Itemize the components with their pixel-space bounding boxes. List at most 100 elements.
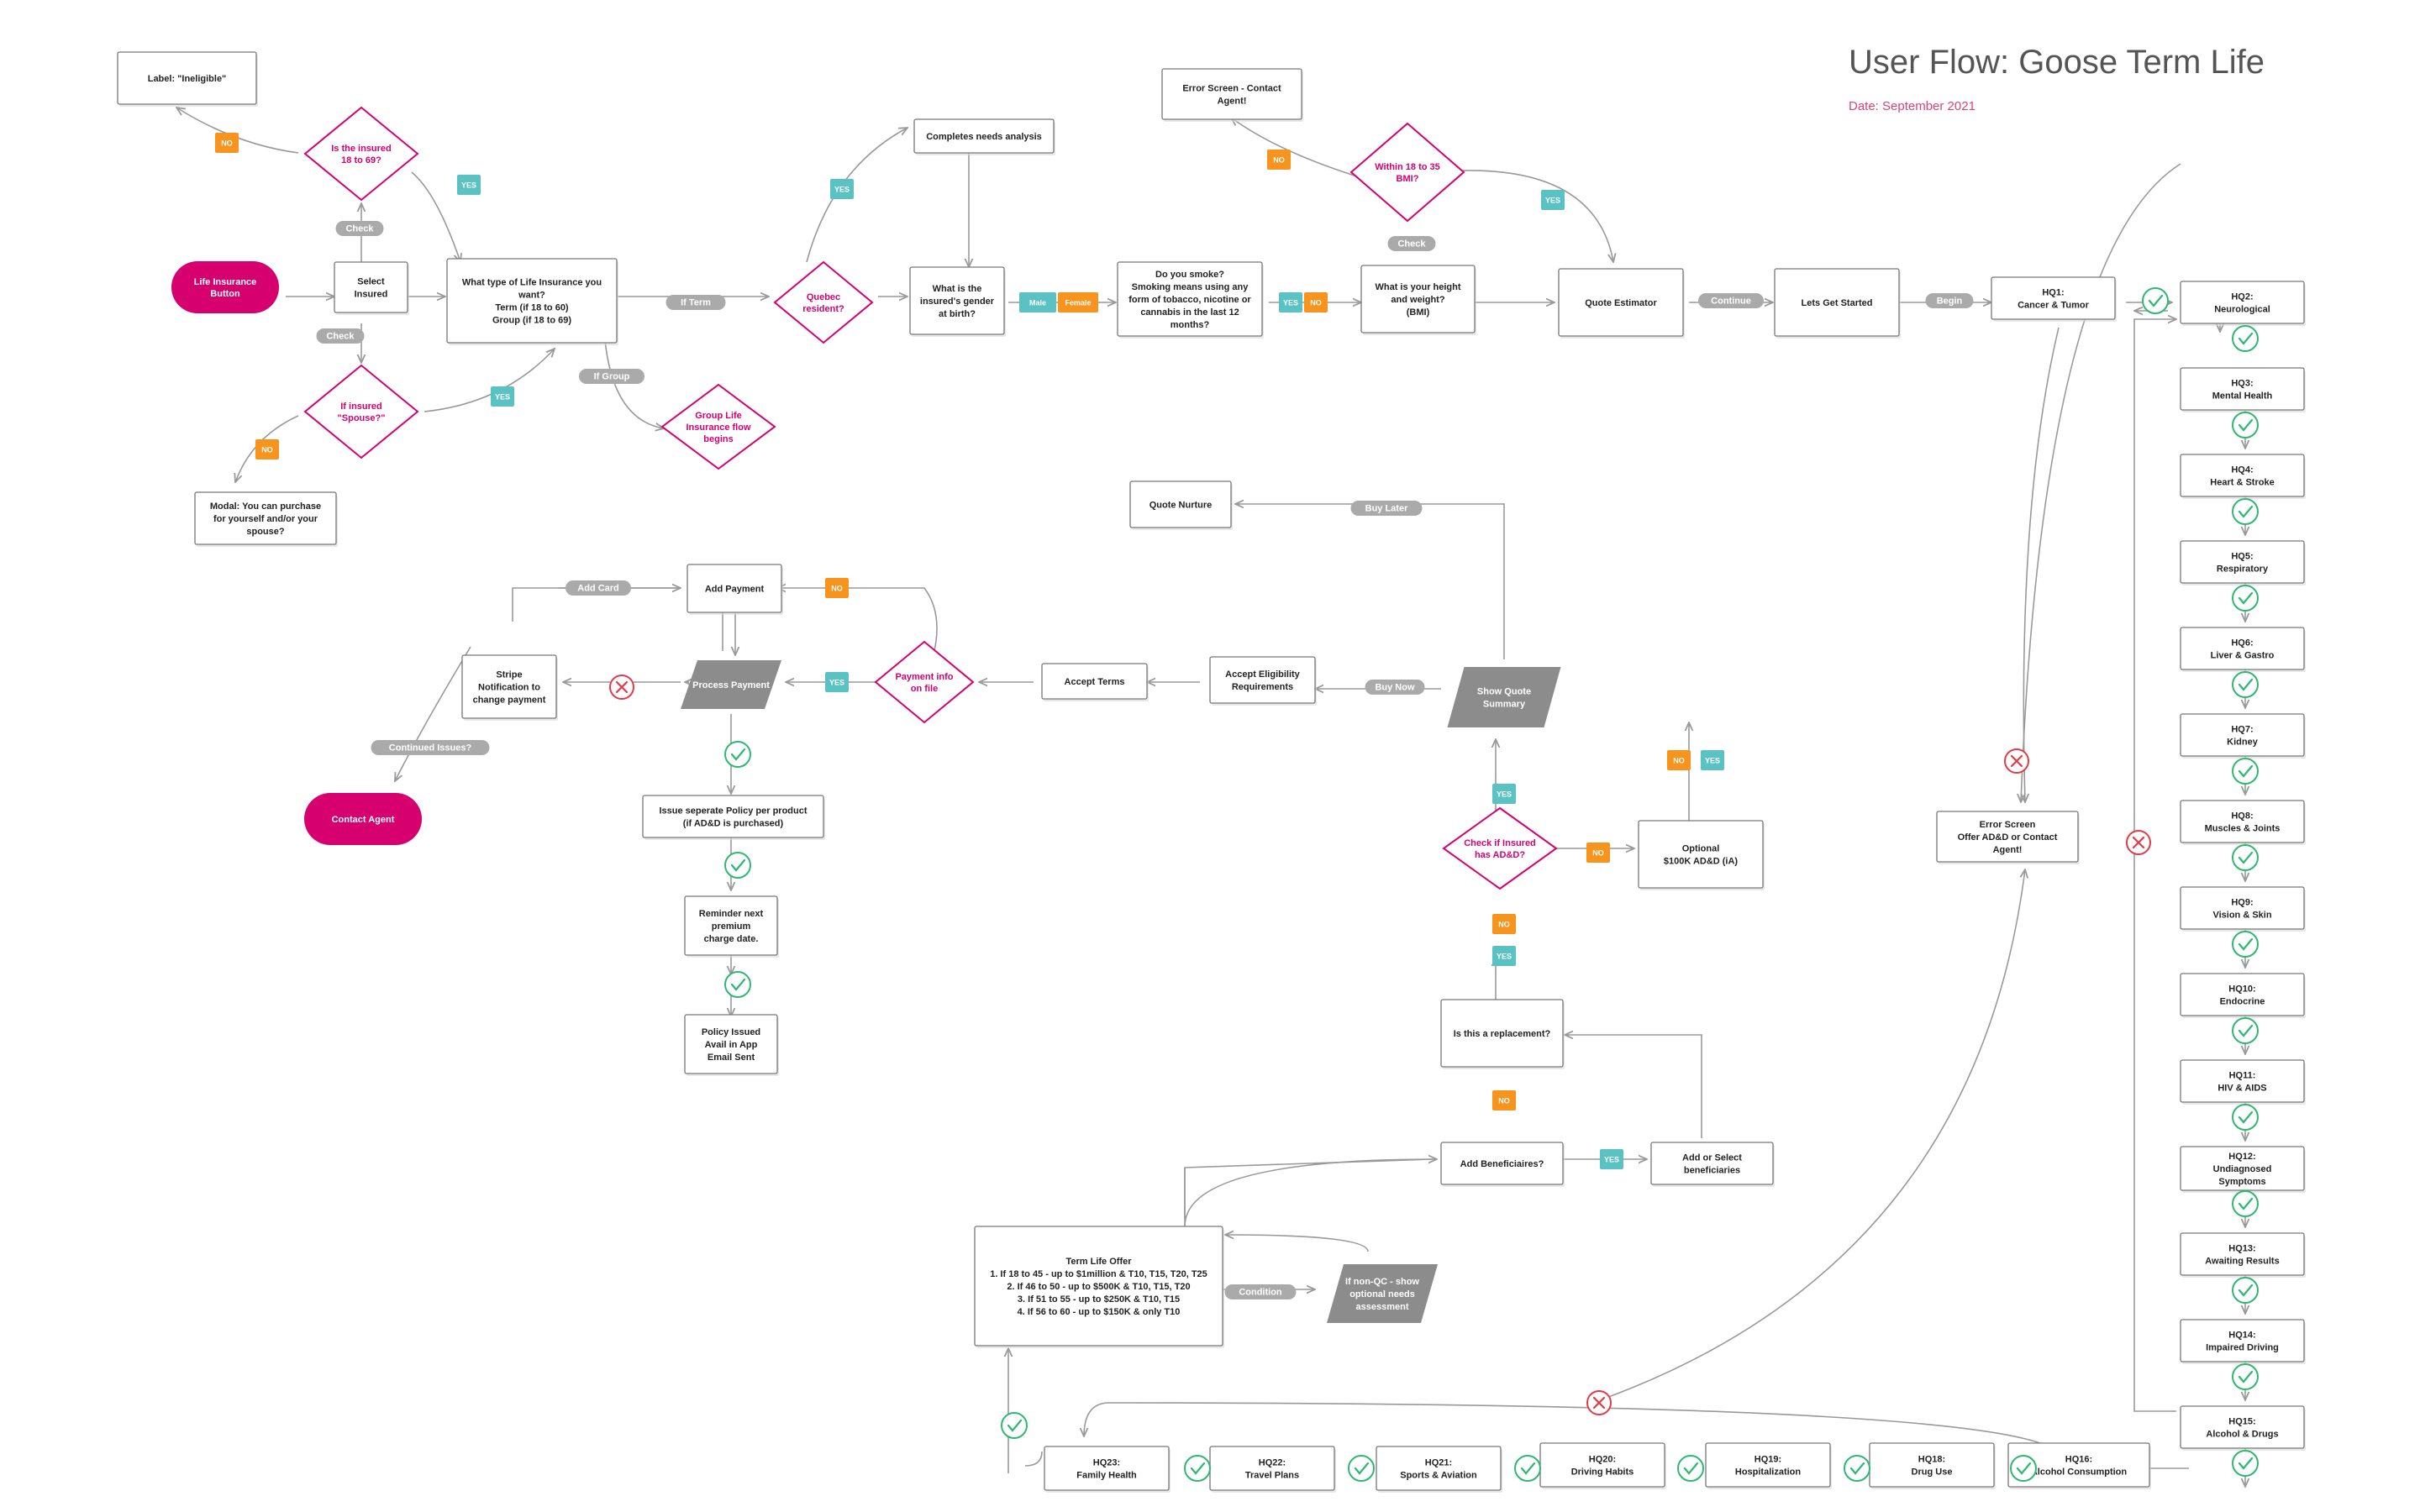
label-ineligible-box: Label: "Ineligible" — [117, 51, 258, 107]
hq5-box-label: HQ5:Respiratory — [2217, 551, 2269, 574]
lets-get-started-box: Lets Get Started — [1774, 268, 1901, 339]
check-icon-hq-col — [2232, 585, 2259, 612]
issue-policy-box: Issue seperate Policy per product(if AD&… — [642, 795, 825, 840]
add-payment-box: Add Payment — [687, 564, 783, 615]
completes-needs-box: Completes needs analysis — [913, 118, 1055, 155]
connector-line — [424, 349, 555, 412]
no-tag-check-add-text: NO — [1592, 849, 1604, 858]
check-tag-bmi: Check — [1387, 236, 1436, 251]
continued-issues-tag: Continued Issues? — [371, 740, 490, 755]
hq13-box: HQ13:Awaiting Results — [2180, 1232, 2306, 1278]
yes-tag-bmi: YES — [1541, 190, 1565, 210]
male-tag: Male — [1019, 292, 1056, 312]
hq4-box: HQ4:Heart & Stroke — [2180, 454, 2306, 499]
hq7-box: HQ7:Kidney — [2180, 713, 2306, 759]
check-icon-process — [724, 741, 751, 768]
hq11-box: HQ11:HIV & AIDS — [2180, 1059, 2306, 1105]
is-replacement-box-label: Is this a replacement? — [1454, 1029, 1551, 1039]
contact-agent-button-label: Contact Agent — [332, 815, 395, 825]
connector-line — [1084, 1402, 2060, 1458]
no-tag-summary: NO — [1667, 750, 1691, 770]
connector-line — [1461, 170, 1613, 262]
hq16-box: HQ16:Alcohol Consumption — [2007, 1442, 2151, 1489]
female-tag-text: Female — [1065, 299, 1091, 307]
add-beneficiaires-box: Add Beneficiaires? — [1440, 1142, 1565, 1187]
process-payment-shape-label: Process Payment — [692, 680, 770, 690]
connector-line — [1565, 1035, 1702, 1138]
connector-line — [1184, 1158, 1434, 1218]
hq19-box: HQ19:Hospitalization — [1705, 1442, 1832, 1489]
check-icon-hq-col — [2232, 844, 2259, 871]
connector-line — [411, 171, 460, 262]
check-icon-hq-col — [2232, 1190, 2259, 1217]
buy-later-tag: Buy Later — [1350, 501, 1423, 516]
check-tag-bmi-text: Check — [1397, 239, 1426, 249]
no-tag-spouse-text: NO — [261, 446, 273, 454]
hq1-box-label: HQ1:Cancer & Tumor — [2018, 287, 2089, 310]
no-tag-summary-text: NO — [1673, 757, 1685, 765]
no-tag-replacement-top-text: NO — [1498, 921, 1510, 929]
male-tag-text: Male — [1029, 299, 1046, 307]
check-tag-top: Check — [335, 221, 384, 236]
hq18-box: HQ18:Drug Use — [1869, 1442, 1996, 1489]
hq5-box: HQ5:Respiratory — [2180, 540, 2306, 585]
hq4-box-label: HQ4:Heart & Stroke — [2210, 465, 2274, 487]
connector-line — [2023, 327, 2060, 802]
quote-estimator-box-label: Quote Estimator — [1585, 298, 1657, 308]
buy-now-tag-text: Buy Now — [1375, 683, 1415, 693]
yes-tag-smoke-text: YES — [1283, 299, 1298, 307]
hq21-box-label: HQ21:Sports & Aviation — [1400, 1457, 1477, 1480]
hq13-box-label: HQ13:Awaiting Results — [2205, 1243, 2279, 1266]
yes-tag-spouse-text: YES — [495, 393, 510, 402]
condition-tag: Condition — [1224, 1284, 1297, 1299]
hq19-box-label: HQ19:Hospitalization — [1735, 1454, 1802, 1477]
yes-tag-payment-text: YES — [829, 679, 844, 687]
check-icon-hq-col — [2232, 1017, 2259, 1044]
hq6-box: HQ6:Liver & Gastro — [2180, 627, 2306, 672]
check-icon-hq23-offer — [1001, 1412, 1028, 1439]
check-icon-hq-col — [2232, 1363, 2259, 1390]
yes-tag-replacement: YES — [1492, 946, 1516, 966]
continue-tag-text: Continue — [1711, 297, 1751, 307]
quote-estimator-box: Quote Estimator — [1558, 268, 1685, 339]
no-tag-smoke-text: NO — [1310, 299, 1322, 307]
optional-add-box: Optional$100K AD&D (iA) — [1638, 820, 1765, 890]
check-icon-hq-col — [2232, 671, 2259, 698]
female-tag: Female — [1058, 292, 1098, 312]
hq14-box: HQ14:Impaired Driving — [2180, 1319, 2306, 1364]
check-icon-hq-col — [2232, 498, 2259, 525]
connector-line — [1184, 1159, 1437, 1227]
yes-tag-bmi-text: YES — [1545, 197, 1560, 205]
connector-line — [2133, 319, 2176, 1412]
connector-line — [1231, 118, 1358, 177]
completes-needs-box-label: Completes needs analysis — [926, 132, 1042, 142]
hq7-box-label: HQ7:Kidney — [2227, 724, 2259, 747]
connector-line — [1024, 1451, 1043, 1467]
check-tag-bottom-text: Check — [326, 332, 355, 342]
contact-agent-button[interactable]: Contact Agent — [304, 793, 422, 845]
yes-tag-beneficiaires: YES — [1600, 1149, 1623, 1169]
page-title: User Flow: Goose Term Life — [1849, 44, 2265, 81]
hq8-box-label: HQ8:Muscles & Joints — [2205, 811, 2281, 833]
hq23-box-label: HQ23:Family Health — [1076, 1457, 1137, 1480]
